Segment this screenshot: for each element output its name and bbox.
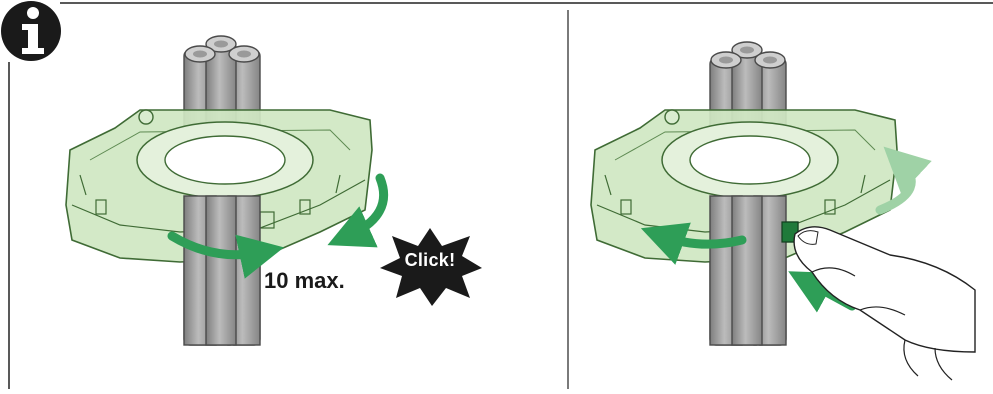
hand-icon [793,226,976,381]
left-panel [65,35,482,346]
cable-bundle-front [183,195,261,346]
click-label: Click! [404,250,456,270]
max-cables-label: 10 max. [264,268,345,293]
green-housing [65,109,373,263]
curved-arrow-icon [327,173,389,248]
curved-arrow-icon [875,146,932,215]
curved-arrow-icon [640,222,747,265]
cable-bundle-front [709,195,799,346]
starburst-icon [380,228,482,306]
right-panel [590,41,976,381]
info-icon [1,1,61,61]
curved-arrow-icon [167,231,285,279]
